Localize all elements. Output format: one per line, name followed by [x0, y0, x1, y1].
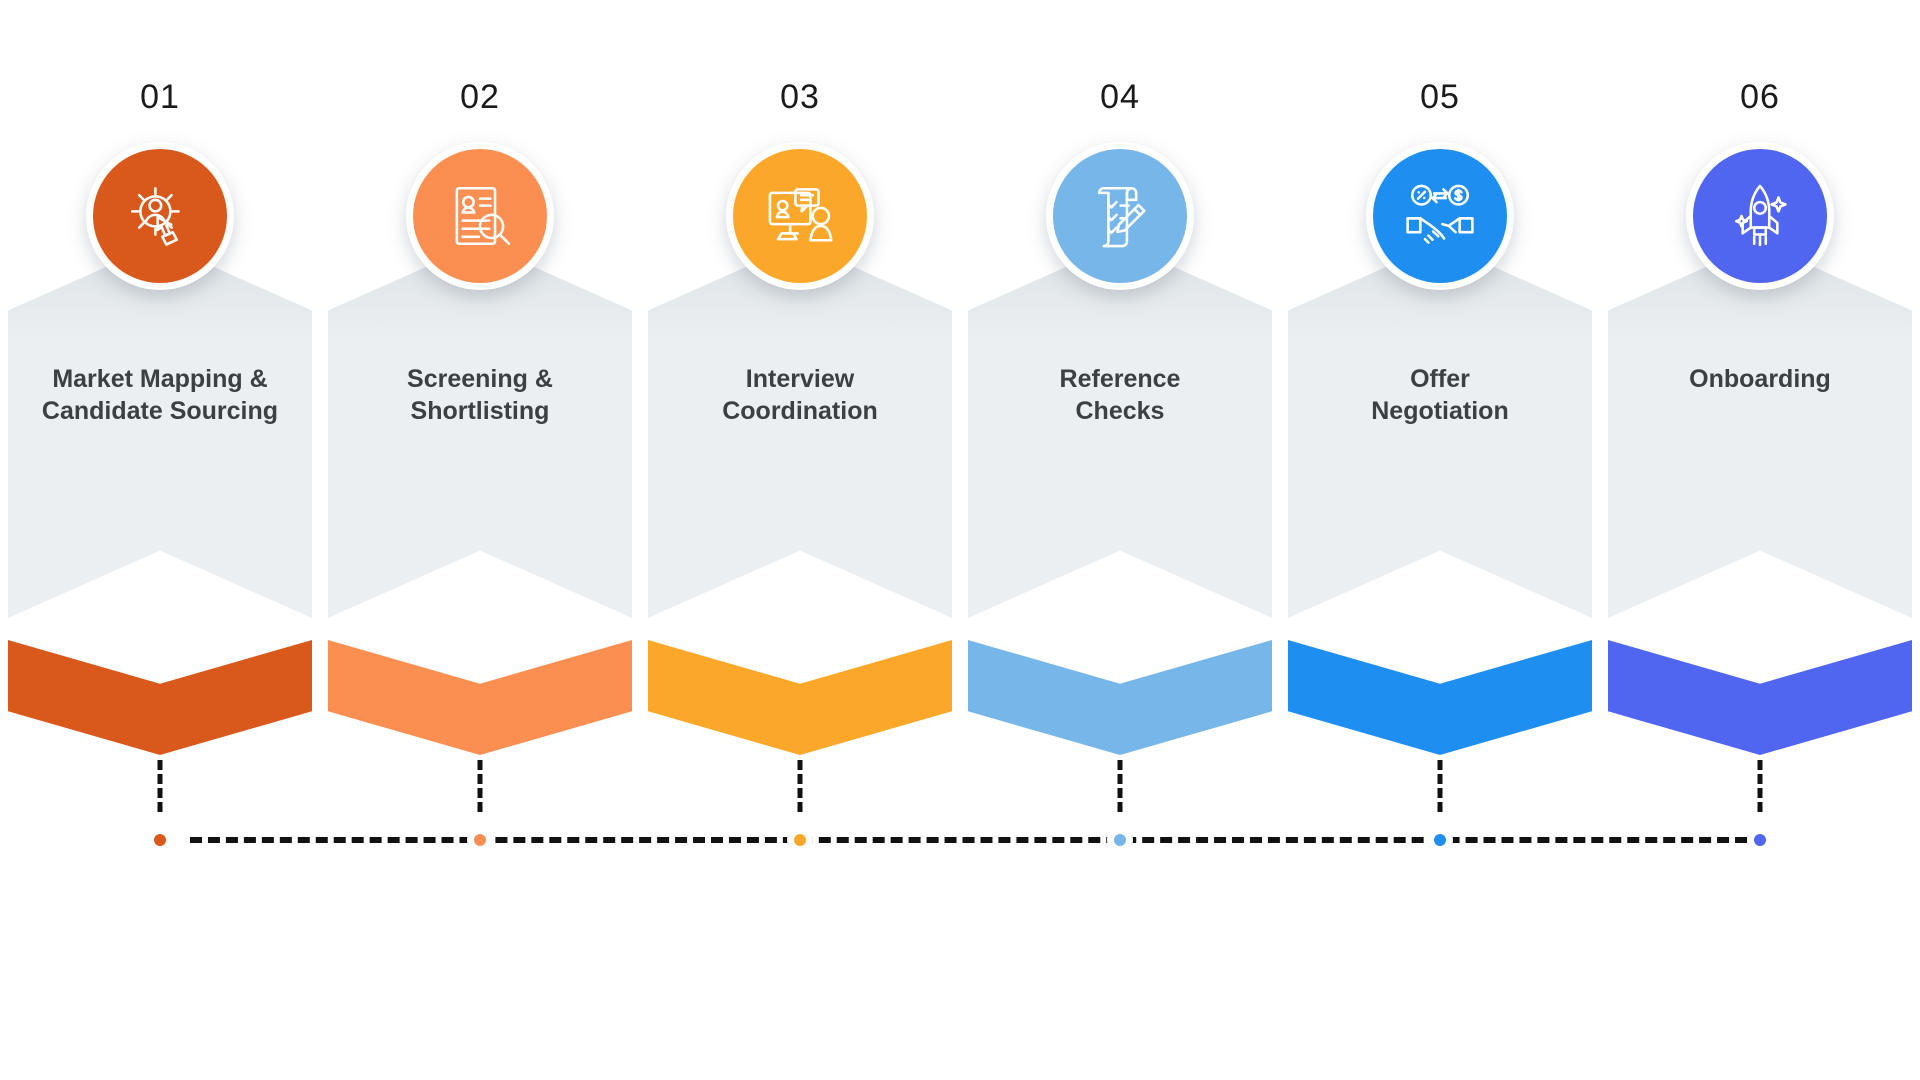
timeline-dot[interactable] [1427, 827, 1453, 853]
timeline-dot-slot [0, 810, 320, 870]
step-03[interactable]: 03 [640, 0, 960, 880]
step-panel [8, 243, 312, 618]
step-title-line1: Market Mapping & [52, 365, 268, 393]
step-icon-badge[interactable] [406, 142, 554, 290]
rocket-launch-icon [1735, 184, 1787, 247]
step-title-line1: Screening & [407, 365, 553, 393]
video-interview-icon [768, 188, 833, 242]
step-icon-badge[interactable] [1686, 142, 1834, 290]
step-chevron [1288, 640, 1592, 755]
step-connector-line [1437, 760, 1443, 812]
step-title-line1: Interview [745, 365, 855, 393]
step-icon-circle [1693, 149, 1827, 283]
step-title-line1: Offer [1410, 365, 1470, 393]
step-title-line2: Negotiation [1371, 397, 1509, 425]
step-number: 04 [1100, 78, 1140, 116]
step-title-line2: Coordination [722, 397, 878, 425]
step-icon-circle [93, 149, 227, 283]
step-connector-line [797, 760, 803, 812]
timeline-dots [0, 810, 1920, 870]
step-connector-line [157, 760, 163, 812]
steps-row: 01 Market Mapping & Candidate Sourcing [0, 0, 1920, 880]
timeline-dot-slot [320, 810, 640, 870]
step-title: Market Mapping & Candidate Sourcing [19, 363, 301, 427]
step-02[interactable]: 02 Screening & Shortlisting [320, 0, 640, 880]
step-06[interactable]: 06 Onboarding [1600, 0, 1920, 880]
step-panel [328, 243, 632, 618]
step-number: 01 [140, 78, 180, 116]
timeline-dot[interactable] [1107, 827, 1133, 853]
step-title-line2: Shortlisting [410, 397, 550, 425]
step-01[interactable]: 01 Market Mapping & Candidate Sourcing [0, 0, 320, 880]
step-title: Reference Checks [979, 363, 1261, 427]
step-chevron [1608, 640, 1912, 755]
timeline-dot-slot [1600, 810, 1920, 870]
timeline-dot[interactable] [1747, 827, 1773, 853]
step-number: 05 [1420, 78, 1460, 116]
step-icon-badge[interactable] [1046, 142, 1194, 290]
step-title: Onboarding [1619, 363, 1901, 395]
person-target-click-icon [130, 186, 180, 246]
step-title-line2: Checks [1075, 397, 1165, 425]
timeline-dot-slot [1280, 810, 1600, 870]
resume-magnifier-icon [455, 186, 511, 246]
timeline-dot-slot [960, 810, 1280, 870]
step-panel [1288, 243, 1592, 618]
step-icon-badge[interactable] [86, 142, 234, 290]
step-chevron [328, 640, 632, 755]
step-connector-line [1117, 760, 1123, 812]
step-icon-badge[interactable] [726, 142, 874, 290]
step-panel [648, 243, 952, 618]
step-icon-circle [1053, 149, 1187, 283]
step-icon-circle [1373, 149, 1507, 283]
step-title: Interview Coordination [659, 363, 941, 427]
step-chevron [8, 640, 312, 755]
step-connector-line [477, 760, 483, 812]
step-05[interactable]: 05 [1280, 0, 1600, 880]
step-title-line1: Onboarding [1689, 365, 1831, 393]
step-icon-circle [413, 149, 547, 283]
step-panel [1608, 243, 1912, 618]
handshake-money-icon [1406, 184, 1474, 244]
step-icon-circle [733, 149, 867, 283]
timeline-dot[interactable] [147, 827, 173, 853]
step-title: Screening & Shortlisting [339, 363, 621, 427]
timeline-dot[interactable] [467, 827, 493, 853]
timeline-dot-slot [640, 810, 960, 870]
step-04[interactable]: 04 Reference Checks [960, 0, 1280, 880]
step-connector-line [1757, 760, 1763, 812]
step-chevron [968, 640, 1272, 755]
checklist-pencil-icon [1097, 186, 1146, 248]
step-chevron [648, 640, 952, 755]
step-title-line2: Candidate Sourcing [41, 397, 279, 425]
step-number: 06 [1740, 78, 1780, 116]
step-icon-badge[interactable] [1366, 142, 1514, 290]
step-title-line1: Reference [1059, 365, 1181, 393]
step-panel [968, 243, 1272, 618]
timeline [0, 810, 1920, 870]
step-number: 02 [460, 78, 500, 116]
step-number: 03 [780, 78, 820, 116]
timeline-dot[interactable] [787, 827, 813, 853]
step-title: Offer Negotiation [1299, 363, 1581, 427]
timeline-dashed-line [190, 837, 1765, 843]
